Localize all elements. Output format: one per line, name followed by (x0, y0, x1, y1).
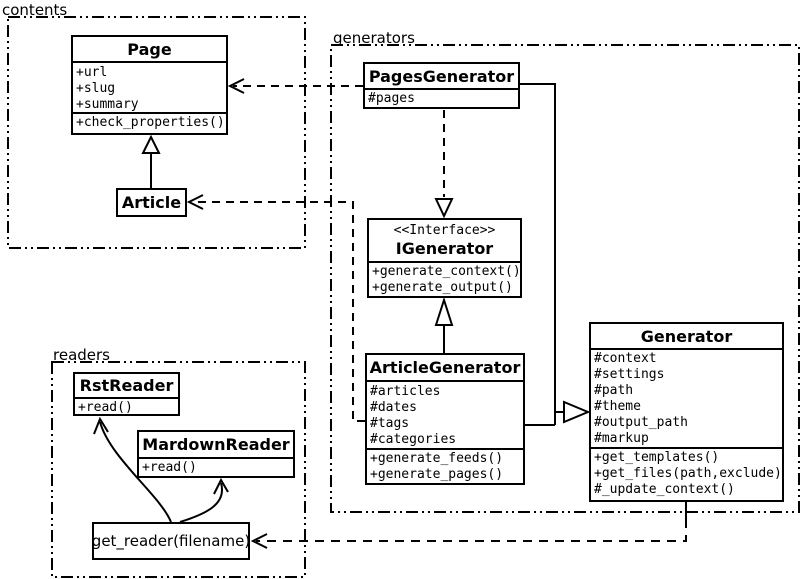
method: +generate_output() (372, 280, 513, 295)
attribute: #settings (594, 367, 665, 382)
edge-pagesgenerator-realizes-igenerator (434, 110, 454, 219)
edge-articlegenerator-inherits-igenerator (434, 296, 454, 353)
generators-package-label: generators (333, 29, 415, 47)
class-articlegenerator-attributes: #articles #dates #tags #categories (367, 380, 523, 448)
class-article-title: Article (121, 193, 182, 212)
class-rstreader: RstReader +read() (73, 372, 180, 416)
method: +get_files(path,exclude) (594, 466, 782, 481)
attribute: #pages (368, 91, 415, 106)
attribute: #markup (594, 431, 649, 446)
class-page-methods: +check_properties() (73, 112, 226, 133)
class-generator: Generator #context #settings #path #them… (589, 322, 784, 502)
method: +get_templates() (594, 450, 720, 465)
contents-package-label: contents (2, 1, 68, 19)
attribute: #tags (370, 416, 410, 431)
open-arrowhead-icon (250, 533, 268, 549)
class-mardownreader-methods: +read() (139, 457, 293, 476)
attribute: +slug (76, 81, 116, 96)
hollow-triangle-icon (141, 134, 161, 154)
attribute: +url (76, 65, 108, 80)
hollow-triangle-icon (563, 400, 591, 424)
open-arrowhead-icon (213, 477, 229, 495)
edge-generator-depends-getreader (250, 502, 687, 549)
class-igenerator-header: <<Interface>> IGenerator (369, 220, 520, 261)
class-pagesgenerator-title: PagesGenerator (368, 66, 515, 86)
class-articlegenerator-methods: +generate_feeds() +generate_pages() (367, 448, 523, 483)
class-articlegenerator: ArticleGenerator #articles #dates #tags … (365, 353, 525, 485)
method: +check_properties() (76, 115, 225, 130)
class-article: Article (116, 188, 187, 217)
edge-articlegenerator-depends-article (186, 194, 365, 422)
edge-generators-inherit-generator (520, 83, 591, 426)
method: #_update_context() (594, 482, 735, 497)
attribute: #theme (594, 399, 641, 414)
attribute: #dates (370, 400, 417, 415)
class-page: Page +url +slug +summary +check_properti… (71, 35, 228, 135)
class-articlegenerator-title: ArticleGenerator (369, 358, 521, 377)
class-page-title: Page (127, 39, 172, 59)
open-arrowhead-icon (186, 194, 204, 210)
method: +generate_context() (372, 264, 520, 279)
function-get-reader: get_reader(filename) (92, 522, 250, 560)
class-rstreader-methods: +read() (75, 397, 178, 414)
generators-package-border (330, 44, 800, 513)
class-rstreader-title: RstReader (79, 376, 174, 395)
class-pagesgenerator: PagesGenerator #pages (363, 62, 520, 109)
open-arrowhead-icon (93, 416, 109, 435)
attribute: #context (594, 351, 657, 366)
class-page-attributes: +url +slug +summary (73, 61, 226, 112)
class-generator-methods: +get_templates() +get_files(path,exclude… (591, 447, 782, 500)
class-generator-title: Generator (640, 326, 733, 346)
edge-getreader-to-mardownreader (179, 477, 229, 523)
method: +read() (142, 460, 197, 475)
contents-package-border (7, 16, 306, 249)
class-pagesgenerator-attributes: #pages (365, 88, 518, 107)
class-generator-attributes: #context #settings #path #theme #output_… (591, 348, 782, 447)
hollow-triangle-icon (434, 296, 454, 326)
class-igenerator-methods: +generate_context() +generate_output() (369, 261, 520, 296)
edge-getreader-to-rstreader (93, 416, 172, 523)
method: +read() (78, 400, 133, 414)
class-mardownreader: MardownReader +read() (137, 430, 295, 478)
attribute: +summary (76, 97, 139, 112)
hollow-triangle-icon (434, 198, 454, 219)
class-igenerator-title: IGenerator (395, 239, 494, 258)
class-igenerator: <<Interface>> IGenerator +generate_conte… (367, 218, 522, 298)
attribute: #output_path (594, 415, 688, 430)
attribute: #categories (370, 432, 457, 447)
attribute: #articles (370, 384, 441, 399)
edge-pagesgenerator-depends-page (227, 78, 363, 94)
method: +generate_pages() (370, 467, 504, 482)
readers-package-border (51, 361, 306, 578)
interface-stereotype: <<Interface>> (393, 223, 496, 238)
class-mardownreader-title: MardownReader (142, 435, 290, 454)
readers-package-label: readers (53, 346, 110, 364)
open-arrowhead-icon (227, 78, 245, 94)
method: +generate_feeds() (370, 451, 504, 466)
edge-article-inherits-page (141, 134, 161, 188)
attribute: #path (594, 383, 634, 398)
